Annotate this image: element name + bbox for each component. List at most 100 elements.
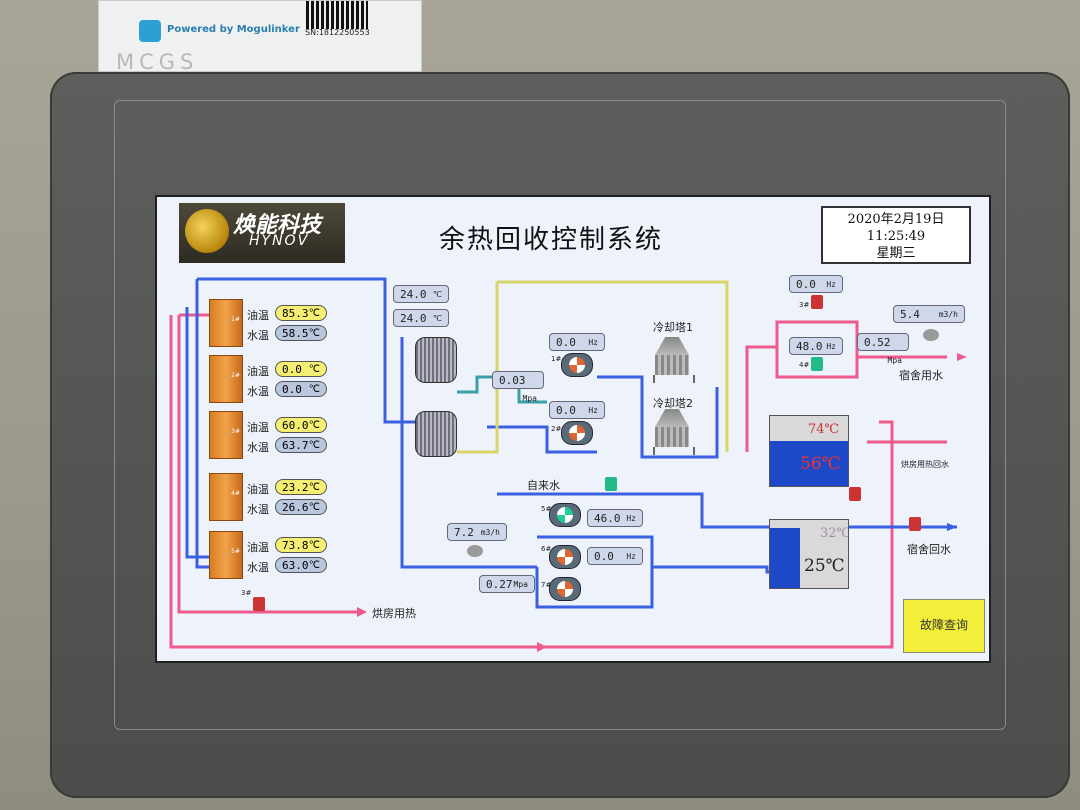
- boiler-unit[interactable]: 1#: [209, 299, 243, 347]
- drying-room-label: 烘房用热: [372, 607, 416, 620]
- water-temp-value: 58.5℃: [275, 325, 327, 341]
- water-temp-label: 水温: [247, 561, 269, 574]
- cooling-pump-1[interactable]: [561, 353, 593, 377]
- cooling-tower-2[interactable]: [651, 409, 695, 455]
- oil-temp-label: 油温: [247, 421, 269, 434]
- device-sticker: Powered by Mogulinker SN:1812250553: [98, 0, 422, 72]
- bezel-frame: [114, 100, 1006, 730]
- pump4-motor-icon[interactable]: [811, 357, 823, 371]
- pump-6[interactable]: [549, 545, 581, 569]
- pump-label: 7#: [541, 581, 552, 589]
- flowmeter-icon: [923, 329, 939, 341]
- water-temp-value: 63.7℃: [275, 437, 327, 453]
- hot-tank-upper-temp: 74℃: [808, 422, 840, 437]
- cooling-pump-2[interactable]: [561, 421, 593, 445]
- fan-icon: [557, 507, 573, 523]
- company-logo: 焕能科技 HYNOV: [179, 203, 345, 263]
- pipe-blue-left2: [185, 307, 212, 559]
- qr-code-icon: [306, 1, 368, 29]
- heat-exchanger[interactable]: [415, 411, 457, 457]
- pipe-blue-mid: [400, 337, 537, 569]
- pump-label: 2#: [551, 425, 562, 433]
- hot-water-tank[interactable]: 74℃ 56℃: [769, 415, 849, 487]
- boiler-unit[interactable]: 3#: [209, 411, 243, 459]
- oil-temp-value: 23.2℃: [275, 479, 327, 495]
- date-text: 2020年2月19日: [847, 212, 945, 227]
- oil-temp-label: 油温: [247, 483, 269, 496]
- dorm-return-label: 宿舍回水: [907, 543, 951, 556]
- pipe-network: [169, 277, 967, 652]
- cold-tank-lower-temp: 25℃: [804, 556, 845, 576]
- page-title: 余热回收控制系统: [439, 225, 664, 255]
- tank-valve-icon[interactable]: [849, 487, 861, 501]
- oil-temp-value: 60.0℃: [275, 417, 327, 433]
- weekday-text: 星期三: [876, 246, 916, 261]
- water-temp-label: 水温: [247, 329, 269, 342]
- pump-5[interactable]: [549, 503, 581, 527]
- water-temp-label: 水温: [247, 441, 269, 454]
- logo-emblem-icon: [185, 209, 229, 253]
- pipe-blue-low: [535, 535, 654, 609]
- pipe-hot-left-2: [177, 315, 357, 614]
- arrow-icon: [357, 607, 367, 617]
- water-temp-label: 水温: [247, 503, 269, 516]
- cold-tank-level: [770, 528, 800, 588]
- hot-tank-lower-temp: 56℃: [800, 454, 841, 474]
- sticker-text: Powered by Mogulinker: [167, 24, 300, 35]
- hx-temp-2: 24.0 ℃: [393, 309, 449, 327]
- pump-7[interactable]: [549, 577, 581, 601]
- boiler-unit[interactable]: 2#: [209, 355, 243, 403]
- pump-label: 6#: [541, 545, 552, 553]
- pipe-yellow: [497, 280, 729, 452]
- cooling-tower-1[interactable]: [651, 337, 695, 383]
- cold-water-tank[interactable]: 32℃ 25℃: [769, 519, 849, 589]
- boiler-unit[interactable]: 4#: [209, 473, 243, 521]
- pump-label: 5#: [541, 505, 552, 513]
- water-temp-value: 0.0℃: [275, 381, 327, 397]
- logo-english-text: HYNOV: [249, 233, 310, 249]
- oil-temp-value: 73.8℃: [275, 537, 327, 553]
- oil-temp-value: 85.3℃: [275, 305, 327, 321]
- fan-icon: [557, 549, 573, 565]
- return-use-label: 烘房用热回水: [901, 460, 949, 469]
- flowmeter-icon: [467, 545, 483, 557]
- pipe-yellow-2: [457, 282, 499, 454]
- return-valve-icon[interactable]: [909, 517, 921, 531]
- time-text: 11:25:49: [866, 229, 926, 244]
- water-temp-value: 26.6℃: [275, 499, 327, 515]
- boiler-unit[interactable]: 5#: [209, 531, 243, 579]
- device-brand: MCGS: [116, 50, 199, 74]
- pump-label: 4#: [799, 361, 810, 369]
- oil-temp-value: 0.0℃: [275, 361, 327, 377]
- fan-icon: [569, 425, 585, 441]
- water-temp-value: 63.0℃: [275, 557, 327, 573]
- fan-icon: [569, 357, 585, 373]
- pump-label: 3#: [799, 301, 810, 309]
- hmi-screen: 焕能科技 HYNOV 余热回收控制系统 2020年2月19日 11:25:49 …: [155, 195, 991, 663]
- heat-exchanger[interactable]: [415, 337, 457, 383]
- tower1-label: 冷却塔1: [653, 321, 693, 334]
- arrow-icon: [947, 523, 957, 531]
- arrow-icon: [537, 642, 547, 652]
- tap-valve-icon[interactable]: [605, 477, 617, 491]
- pump3-motor-icon[interactable]: [811, 295, 823, 309]
- arrow-icon: [957, 353, 967, 361]
- pipe-blue-left: [195, 279, 212, 569]
- pump-motor-icon[interactable]: [253, 597, 265, 611]
- hx-temp-1: 24.0 ℃: [393, 285, 449, 303]
- datetime-box: 2020年2月19日 11:25:49 星期三: [821, 206, 971, 264]
- cold-tank-upper-temp: 32℃: [820, 526, 849, 541]
- pump-label: 1#: [551, 355, 562, 363]
- fault-query-button[interactable]: 故障查询: [903, 599, 985, 653]
- hot-tank-level: [770, 441, 848, 486]
- sticker-serial: SN:1812250553: [305, 28, 370, 37]
- pipe-hot-left: [169, 315, 894, 649]
